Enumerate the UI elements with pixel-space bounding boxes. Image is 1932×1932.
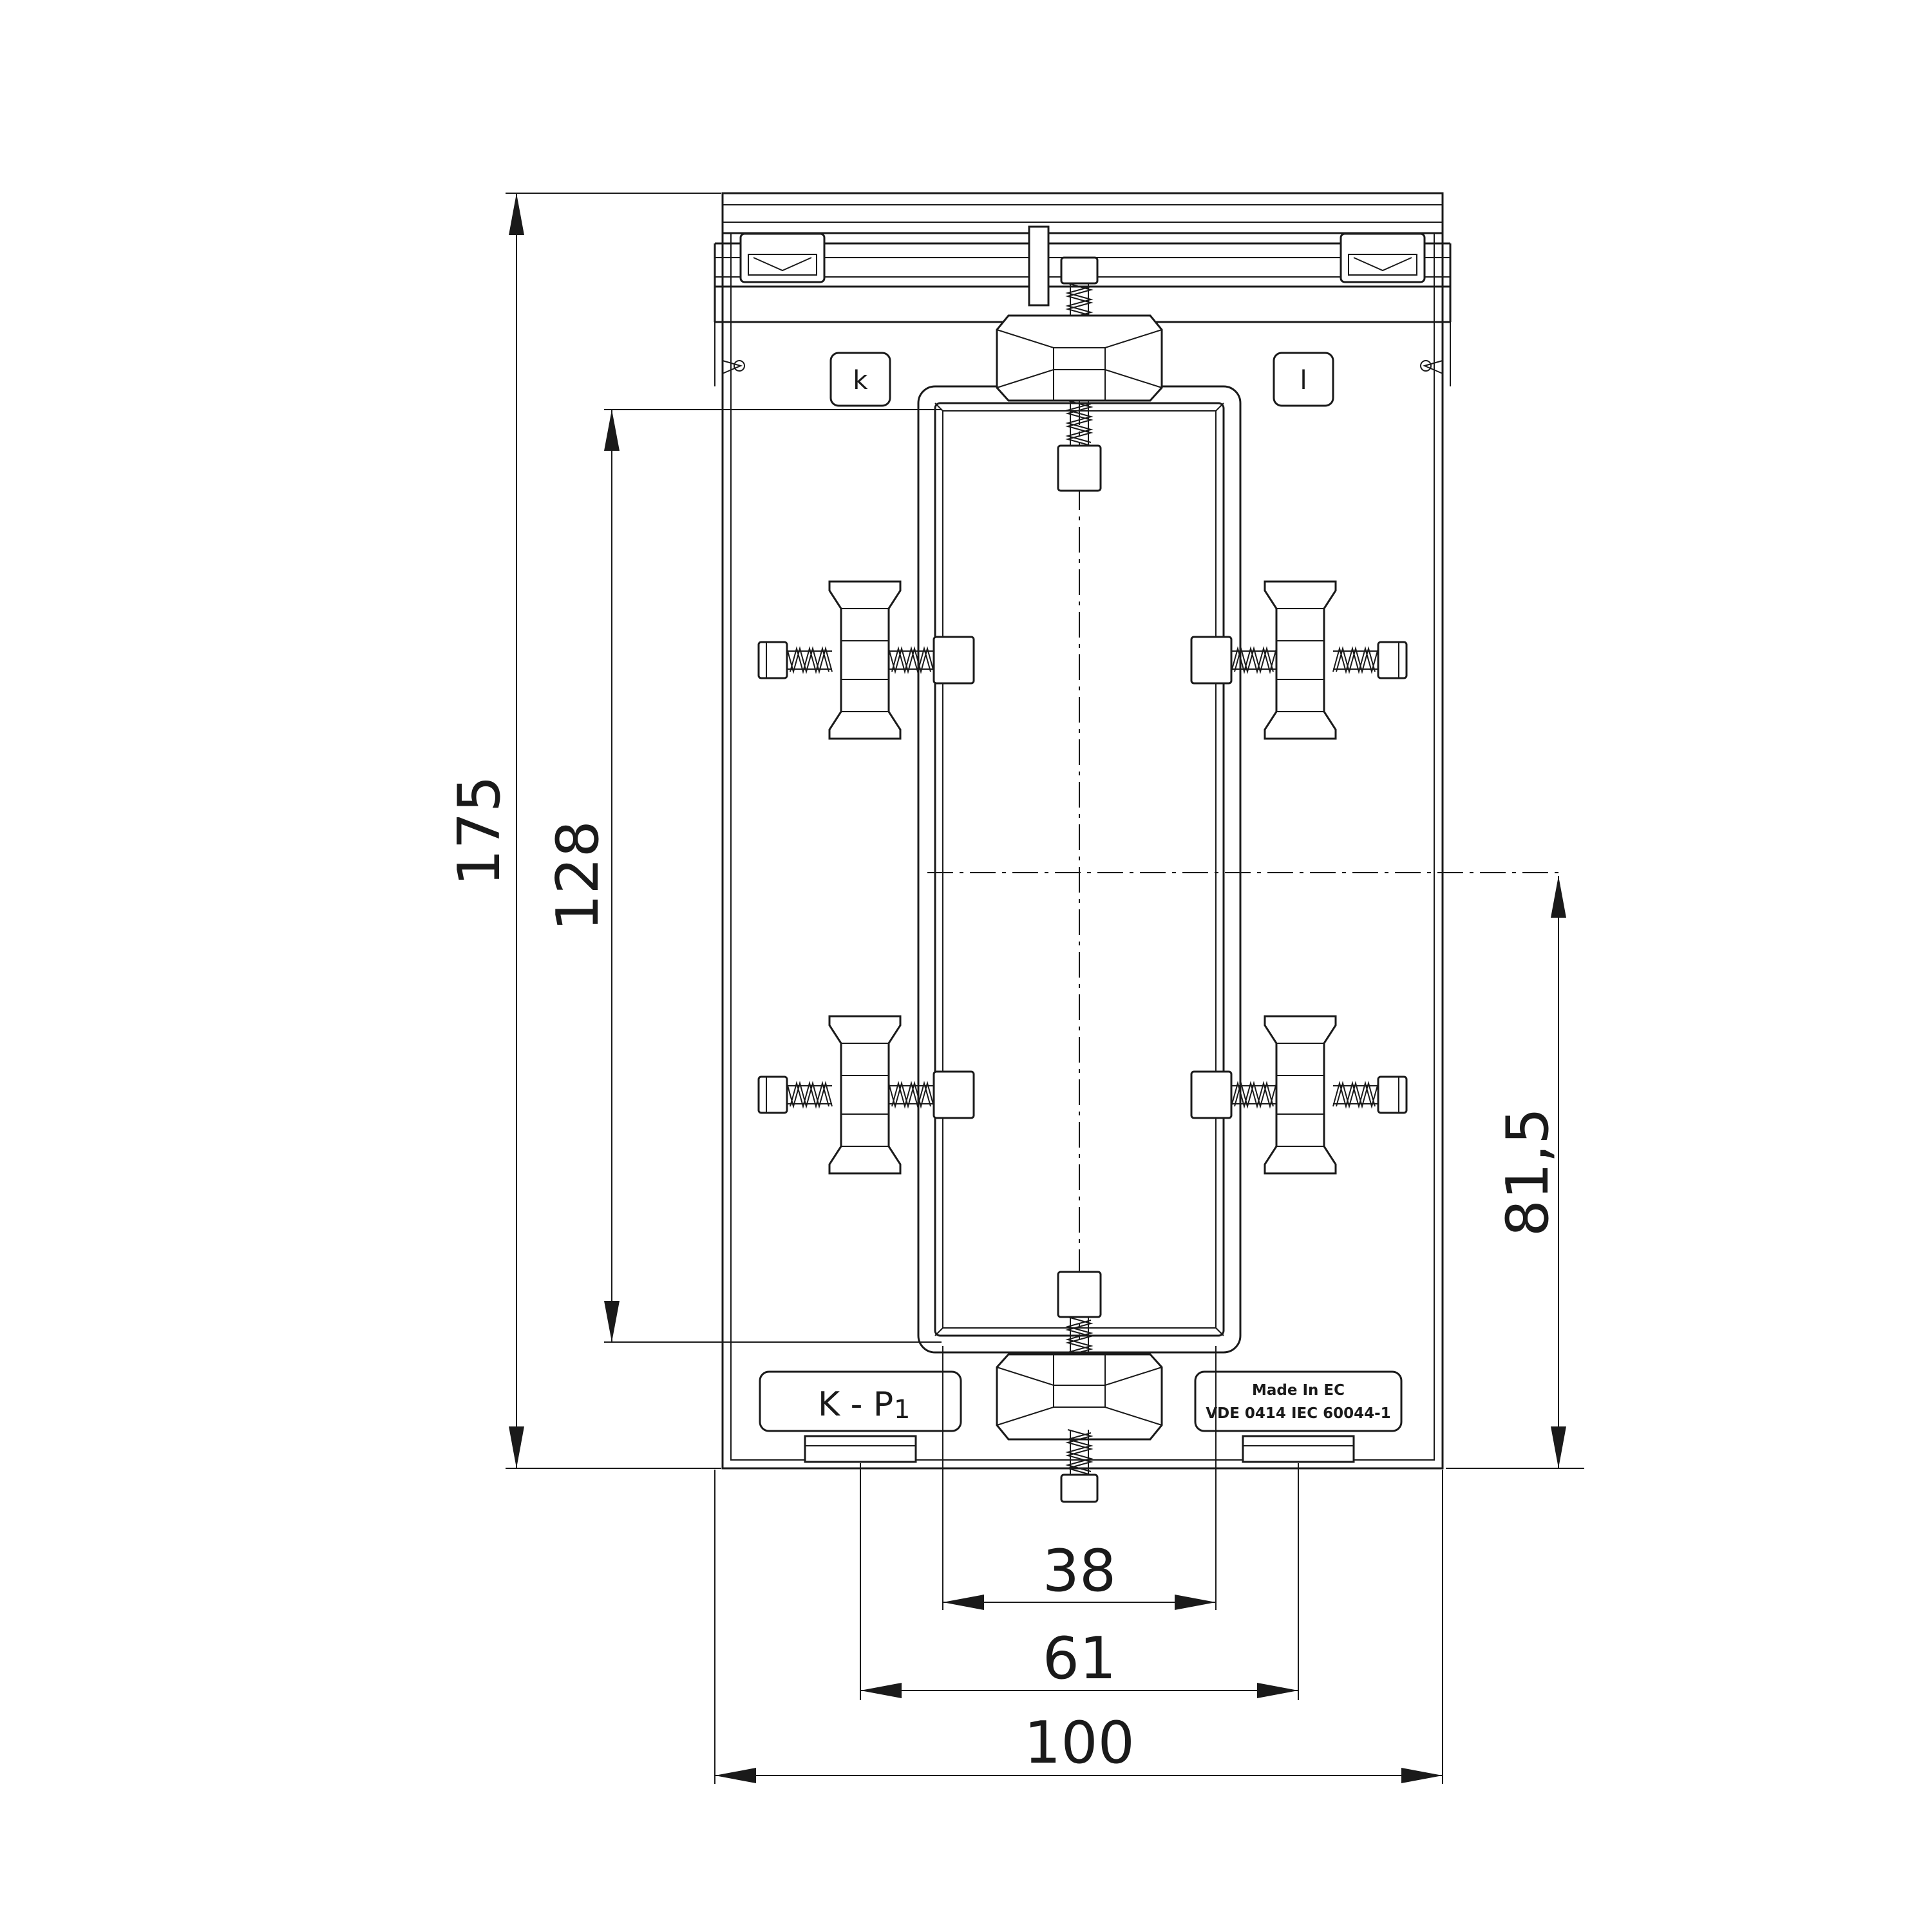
center-height-label: 81,5 <box>1494 1108 1562 1236</box>
overall-height-label: 175 <box>446 775 513 886</box>
dimension-window-width: 38 <box>942 1346 1217 1610</box>
clamp-bottom <box>996 1271 1163 1503</box>
top-clip-right <box>1340 232 1426 283</box>
manufacturer-plate: Made In EC VDE 0414 IEC 60044-1 <box>1194 1370 1403 1432</box>
terminal-k-label: k <box>853 366 868 395</box>
dimension-overall-width: 100 <box>714 1470 1443 1784</box>
overall-width-label: 100 <box>1024 1709 1135 1777</box>
top-clip-left <box>739 232 826 283</box>
mounting-foot-left <box>804 1435 917 1463</box>
terminal-k: k <box>829 352 891 407</box>
primary-marking-main: K - P <box>818 1385 893 1424</box>
mounting-foot-right <box>1242 1435 1355 1463</box>
dimension-center-height: 81,5 <box>1446 876 1584 1469</box>
dimension-overall-height: 175 <box>446 193 721 1469</box>
window-width-label: 38 <box>1043 1537 1117 1605</box>
primary-marking-plate: K - P 1 <box>759 1370 962 1432</box>
terminal-l: l <box>1273 352 1334 407</box>
window-height-label: 128 <box>544 820 612 931</box>
clamp-top <box>996 256 1163 492</box>
primary-marking-sub: 1 <box>894 1395 910 1425</box>
dimension-window-height: 128 <box>544 409 942 1343</box>
terminal-l-label: l <box>1300 366 1307 395</box>
mounting-distance-label: 61 <box>1043 1625 1117 1692</box>
standards-text: VDE 0414 IEC 60044-1 <box>1206 1405 1390 1422</box>
top-latch <box>1028 225 1050 307</box>
dimension-mounting-distance: 61 <box>860 1463 1299 1700</box>
made-in-text: Made In EC <box>1252 1382 1345 1399</box>
